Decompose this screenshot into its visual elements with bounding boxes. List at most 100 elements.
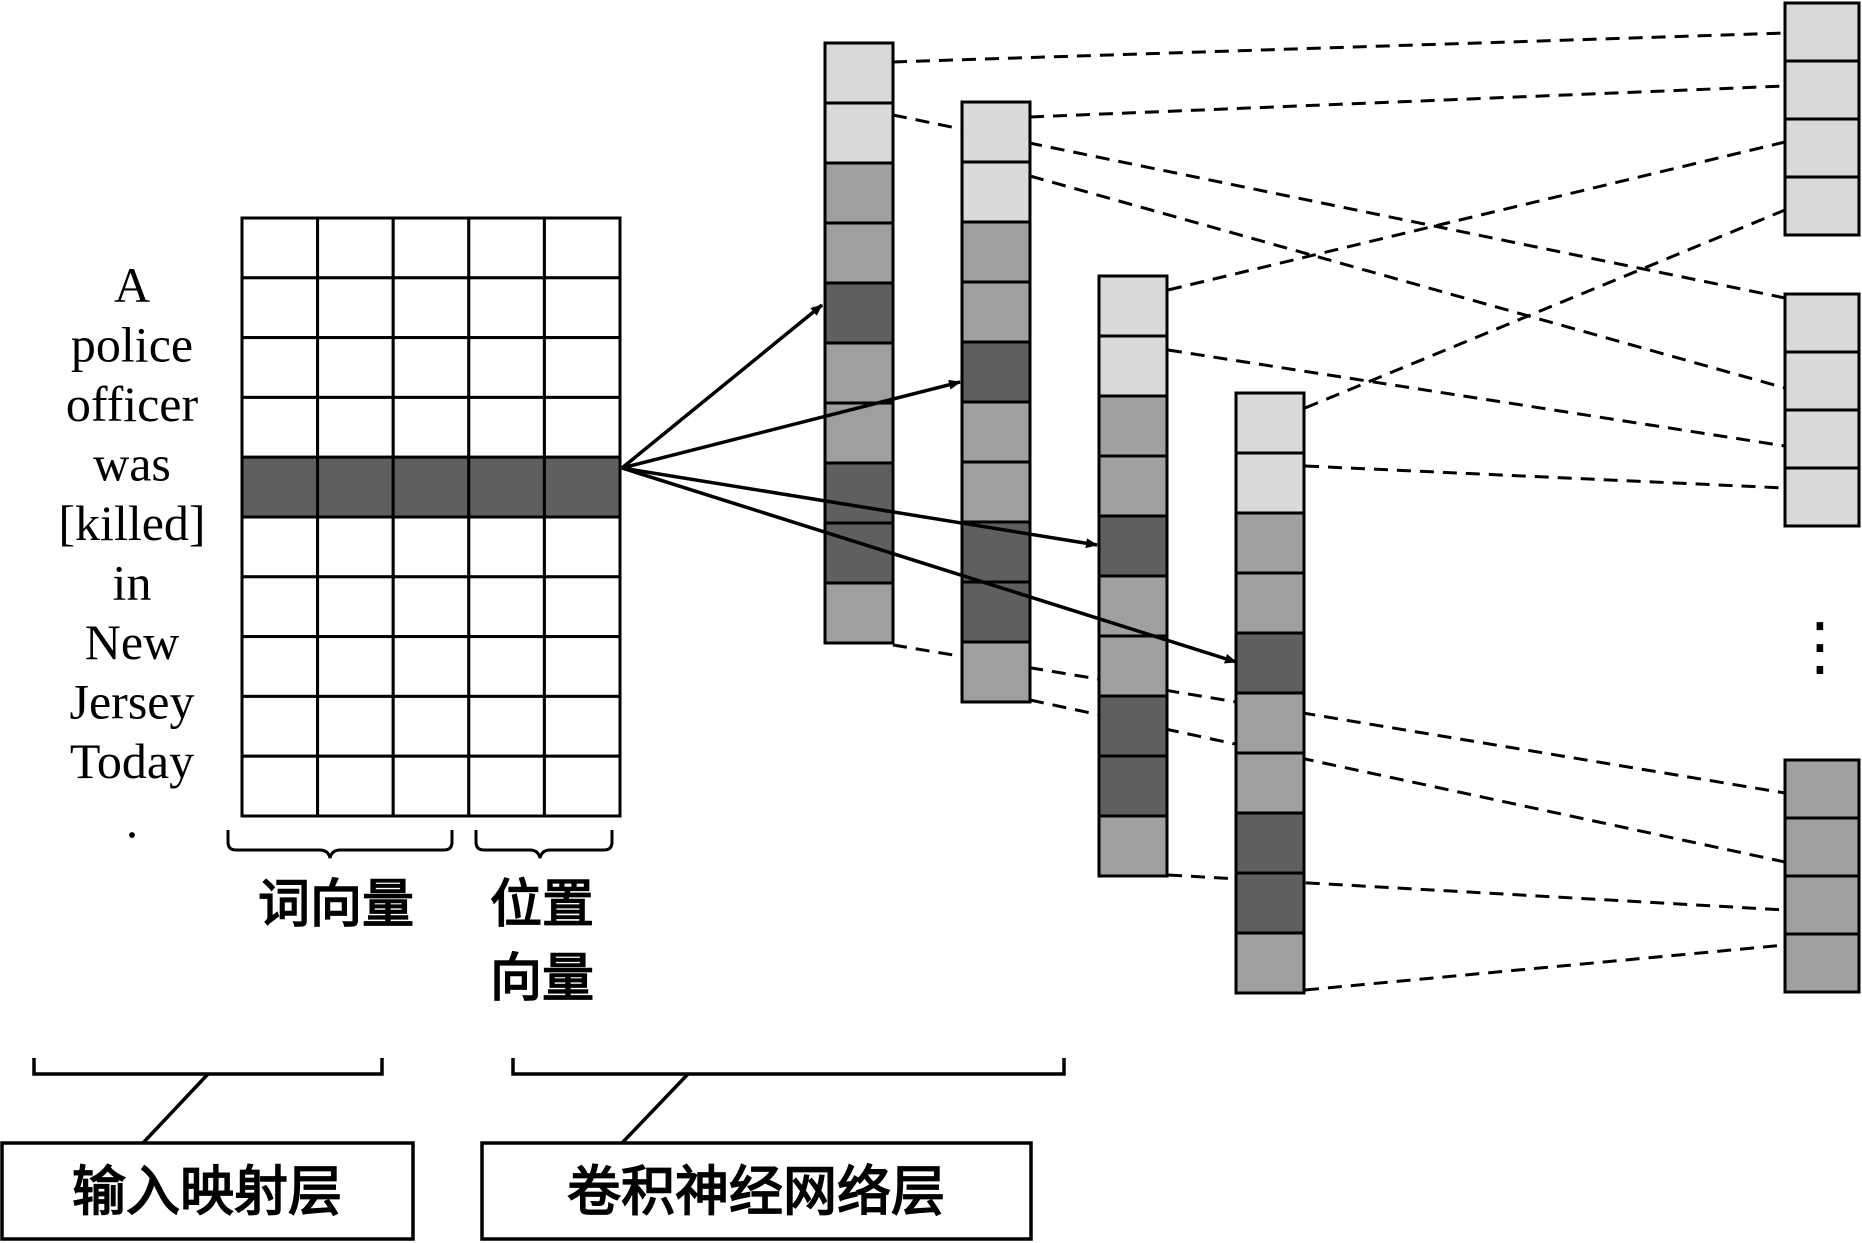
input-layer-connector <box>141 1072 210 1145</box>
matrix-cell <box>467 754 546 818</box>
sentence-word: New <box>85 614 179 670</box>
position-vector-label-2: 向量 <box>490 949 594 1009</box>
input-layer-bracket <box>32 1058 384 1076</box>
position-vector-label-1: 位置 <box>490 875 594 935</box>
feature-cell <box>1097 634 1169 698</box>
feature-cell <box>823 461 895 525</box>
matrix-cell <box>240 635 320 698</box>
matrix-cell <box>240 754 320 818</box>
feature-cell <box>823 341 895 405</box>
arrows <box>620 303 1237 664</box>
matrix-cell <box>240 515 320 579</box>
output-cell <box>1783 466 1861 528</box>
matrix-cell <box>316 216 395 280</box>
feature-cell <box>823 581 895 645</box>
sentence-word: Jersey <box>70 674 195 730</box>
dash-line <box>1167 348 1786 448</box>
word-vector-label: 词向量 <box>258 875 414 935</box>
output-cell <box>1783 1 1861 63</box>
matrix-cell <box>391 515 471 579</box>
matrix-cell <box>467 635 546 698</box>
matrix-cell <box>542 754 622 818</box>
output-cell <box>1783 292 1861 354</box>
arrow-to-col1 <box>620 303 824 470</box>
matrix-cell <box>391 395 471 459</box>
feature-cell <box>1234 691 1306 755</box>
cnn-layer-label: 卷积神经网络层 <box>567 1160 945 1223</box>
feature-cell <box>960 220 1032 284</box>
feature-cell <box>960 100 1032 164</box>
sentence-word: A <box>114 257 150 313</box>
ellipsis-mark: ⋮ <box>1788 610 1852 684</box>
feature-cell <box>823 521 895 585</box>
highlighted-matrix-cell <box>467 455 546 519</box>
matrix-cell <box>391 694 471 758</box>
feature-cell <box>960 640 1032 704</box>
matrix-cell <box>240 336 320 399</box>
dash-line <box>1304 464 1786 490</box>
matrix-cell <box>467 575 546 639</box>
highlighted-matrix-cell <box>542 455 622 519</box>
matrix-cell <box>467 395 546 459</box>
feature-cell <box>1234 391 1306 455</box>
feature-cell <box>960 460 1032 524</box>
feature-cell <box>823 401 895 465</box>
output-cell <box>1783 117 1861 179</box>
matrix-cell <box>316 575 395 639</box>
feature-cell <box>823 41 895 105</box>
matrix-cell <box>542 395 622 459</box>
output-cell <box>1783 408 1861 470</box>
matrix-cell <box>467 694 546 758</box>
feature-cell <box>1097 274 1169 338</box>
matrix-cell <box>391 276 471 340</box>
matrix-cell <box>391 635 471 698</box>
input-mapping-layer-box <box>0 1141 415 1241</box>
matrix-cell <box>542 575 622 639</box>
dash-line <box>1029 174 1786 390</box>
feature-cell <box>960 160 1032 224</box>
matrix-cell <box>316 754 395 818</box>
matrix-cell <box>316 635 395 698</box>
sentence-word: was <box>93 436 171 492</box>
matrix-cell <box>467 216 546 280</box>
cnn-layer-box <box>480 1141 1033 1241</box>
feature-cell <box>823 221 895 285</box>
feature-cell <box>1234 811 1306 875</box>
feature-cell <box>1097 814 1169 878</box>
matrix-cell <box>542 515 622 579</box>
matrix-cell <box>240 216 320 280</box>
feature-cell <box>1097 574 1169 638</box>
feature-cell <box>960 280 1032 344</box>
matrix-cell <box>240 575 320 639</box>
feature-cell <box>1234 571 1306 635</box>
feature-cell <box>1234 751 1306 815</box>
input-mapping-layer-label: 输入映射层 <box>72 1160 342 1223</box>
arrow-to-col2 <box>621 379 961 470</box>
matrix-cell <box>467 515 546 579</box>
matrix-cell <box>316 395 395 459</box>
matrix-cell <box>542 216 622 280</box>
output-cell <box>1783 932 1861 994</box>
sentence-word: officer <box>66 376 199 432</box>
dash-line <box>892 643 1786 795</box>
feature-cell <box>823 101 895 165</box>
matrix-cell <box>316 336 395 399</box>
sentence-word: Today <box>70 733 194 789</box>
highlighted-matrix-cell <box>391 455 471 519</box>
matrix-cell <box>467 336 546 399</box>
feature-cell <box>1097 454 1169 518</box>
output-cell <box>1783 758 1861 820</box>
layer-brackets <box>32 1058 1066 1145</box>
feature-cell <box>823 161 895 225</box>
feature-cell <box>1097 334 1169 398</box>
matrix-cell <box>391 336 471 399</box>
dash-line <box>1304 208 1786 410</box>
matrix-braces <box>226 830 614 859</box>
position-vector-brace <box>474 830 614 859</box>
feature-cell <box>1097 394 1169 458</box>
output-cell <box>1783 874 1861 936</box>
dash-line <box>892 113 1786 300</box>
highlighted-matrix-cell <box>240 455 320 519</box>
matrix-cell <box>391 575 471 639</box>
